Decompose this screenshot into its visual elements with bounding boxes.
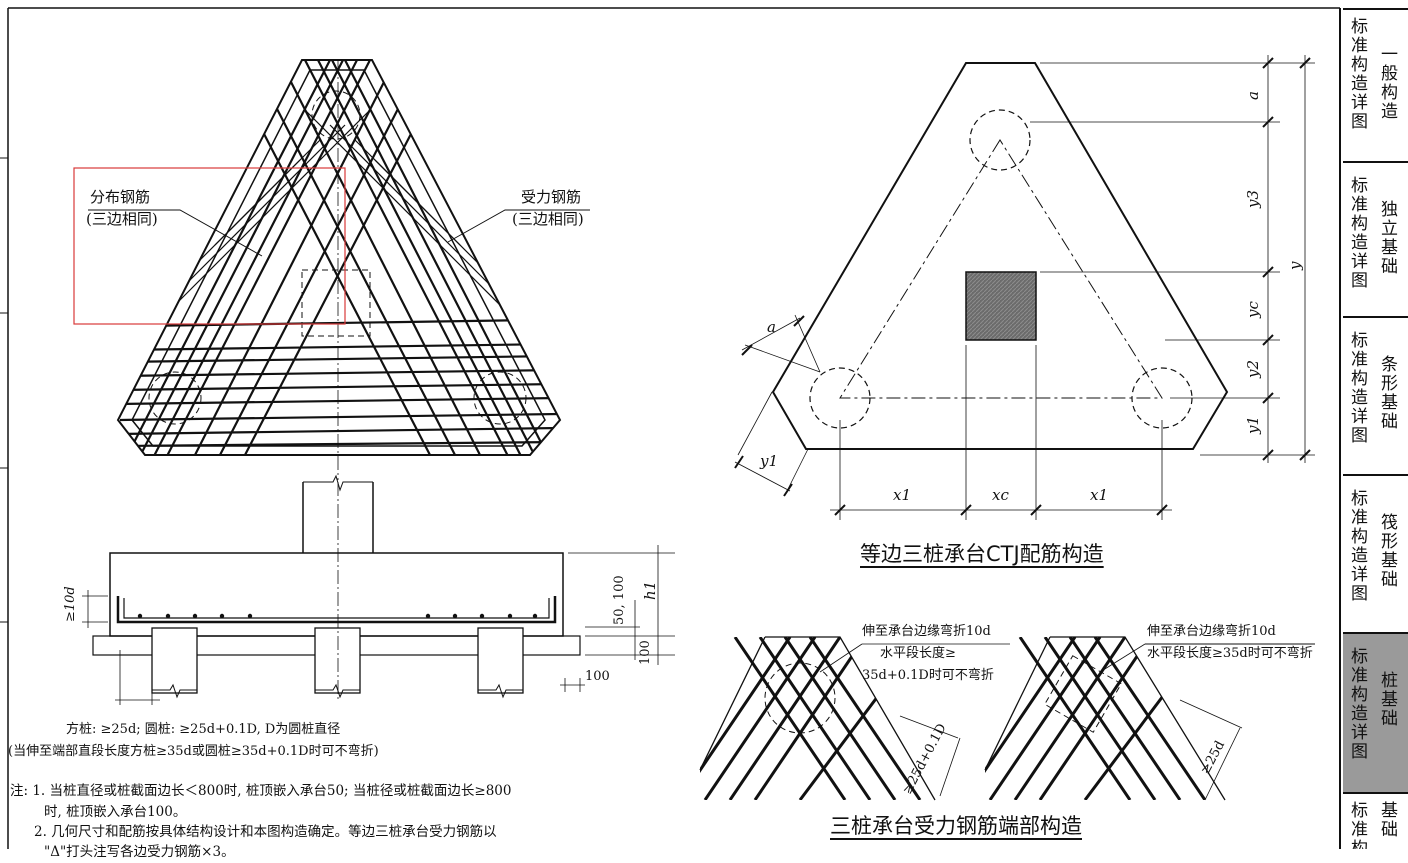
dim-y2: y2 [1244,359,1262,378]
tab-raft-left: 标准构造详图 [1351,489,1368,604]
dim-a-right: a [1244,91,1262,100]
dim-100-left: 100 [638,640,653,665]
pile-cap-section [82,474,675,705]
tab-more-left: 标准构 [1351,801,1368,850]
tab-pile-right: 桩基础 [1381,671,1398,729]
left-detail-label-2: 水平段长度≥ [880,646,956,661]
tab-general-right: 一般构造 [1381,45,1398,122]
tab-more-right: 基础 [1381,801,1398,840]
dim-100-right: 100 [585,669,610,684]
tab-strip-left: 标准构造详图 [1351,331,1368,446]
end-detail-right [984,636,1315,801]
dim-yc: yc [1244,301,1262,318]
title-equilateral: 等边三桩承台CTJ配筋构造 [860,542,1104,566]
label-distribution-1: 分布钢筋 [90,188,151,206]
left-detail-label-1: 伸至承台边缘弯折10d [862,624,991,639]
dim-50-100: 50, 100 [612,575,627,625]
label-distribution-2: (三边相同) [86,210,158,228]
tab-isolated-right: 独立基础 [1381,200,1398,277]
section-note-1: 方桩: ≥25d; 圆桩: ≥25d+0.1D, D为圆桩直径 [66,722,341,737]
pile-cap-plan [116,59,562,480]
title-end-detail: 三桩承台受力钢筋端部构造 [830,814,1082,838]
tab-strip-right: 条形基础 [1381,355,1398,432]
equilateral-plan [734,55,1315,520]
plan-leaders [88,209,590,257]
sheet-frame [0,7,1341,849]
dim-y1: y1 [1244,415,1262,434]
note-1b: 时, 桩顶嵌入承台100。 [44,804,187,820]
dim-x1-right: x1 [1090,486,1109,504]
tab-more[interactable]: 标准构 基础 [1343,792,1408,849]
label-stressed-1: 受力钢筋 [521,188,582,206]
note-2b: "Δ"打头注写各边受力钢筋×3。 [44,844,235,860]
tab-general-left: 标准构造详图 [1351,17,1368,132]
right-detail-label-2: 水平段长度≥35d时可不弯折 [1147,646,1313,661]
note-2: 2. 几何尺寸和配筋按具体结构设计和本图构造确定。等边三桩承台受力钢筋以 [34,824,497,840]
dim-xc: xc [992,486,1009,504]
tab-general[interactable]: 标准构造详图 一般构造 [1343,8,1408,161]
right-detail-label-1: 伸至承台边缘弯折10d [1147,624,1276,639]
dim-y1-left: y1 [760,452,779,470]
dim-10d: ≥10d [63,586,78,622]
dim-y3: y3 [1244,189,1262,208]
section-note-2: (当伸至端部直段长度方桩≥35d或圆桩≥35d+0.1D时可不弯折) [8,744,379,759]
label-stressed-2: (三边相同) [512,210,584,228]
dim-h1: h1 [641,580,659,600]
left-detail-label-3: 35d+0.1D时可不弯折 [862,668,994,683]
tab-isolated-left: 标准构造详图 [1351,176,1368,291]
dim-y: y [1286,261,1304,270]
note-1: 注: 1. 当桩直径或桩截面边长＜800时, 桩顶嵌入承台50; 当桩径或桩截面… [10,783,512,799]
tab-raft[interactable]: 标准构造详图 筏形基础 [1343,474,1408,632]
end-detail-left [699,636,1010,801]
tab-pile[interactable]: 标准构造详图 桩基础 [1343,632,1408,792]
highlight-box [73,167,346,325]
tab-isolated[interactable]: 标准构造详图 独立基础 [1343,161,1408,316]
tab-pile-left: 标准构造详图 [1351,647,1368,762]
dim-x1-left: x1 [893,486,912,504]
tab-strip[interactable]: 标准构造详图 条形基础 [1343,316,1408,474]
tab-raft-right: 筏形基础 [1381,513,1398,590]
dim-a-left: a [767,318,776,336]
